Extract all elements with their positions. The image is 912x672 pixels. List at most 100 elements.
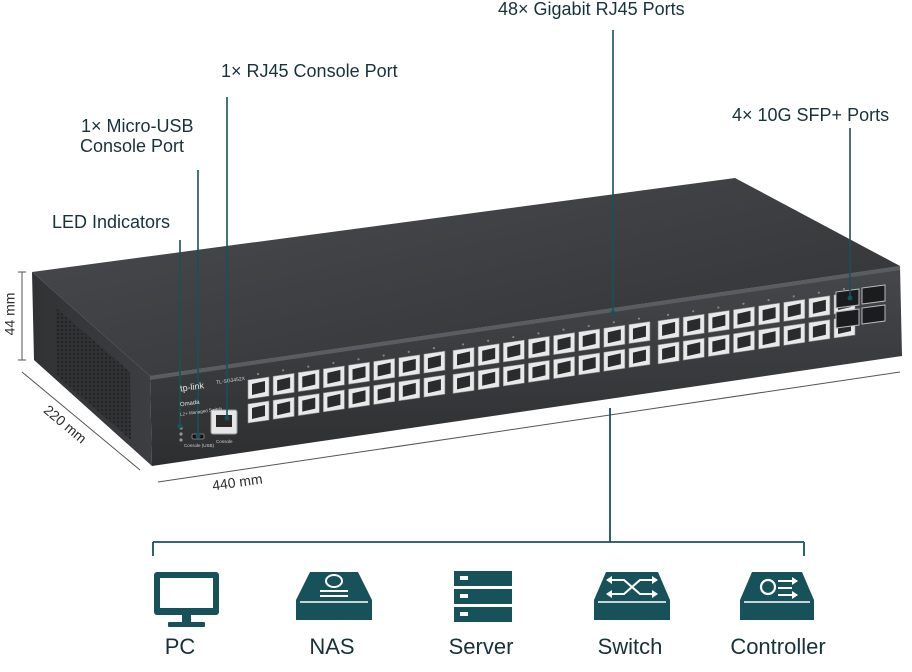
rj45-port-jack [582, 356, 596, 371]
rj45-port-jack [252, 381, 265, 395]
switch-label: Switch [597, 634, 663, 659]
rj45-port-jack [762, 331, 776, 346]
rj45-port-jack [427, 355, 441, 370]
rj45-port-jack [482, 347, 496, 362]
sfp-port [861, 284, 886, 305]
rj45-port-jack [507, 344, 521, 359]
microusb-console-callout-line2: Console Port [80, 136, 185, 156]
port-led [612, 321, 615, 324]
sfp-port [835, 308, 860, 329]
port-led [461, 343, 465, 346]
rj45-port-jack [557, 336, 571, 351]
callout-lines [179, 30, 851, 436]
port-led [767, 298, 770, 302]
switch-top-panel [32, 178, 900, 376]
rj45-port-jack [762, 307, 776, 322]
port-led [562, 328, 565, 331]
rj45-port-jack [737, 310, 751, 325]
controller-icon [740, 572, 814, 620]
port-led [537, 332, 540, 335]
port-led [282, 369, 285, 372]
rj45-port-jack [352, 390, 366, 405]
rj45-port-jack [377, 362, 391, 377]
rj45-port-jack [277, 401, 291, 416]
port-led [487, 339, 490, 342]
rj45-port-jack [457, 351, 471, 366]
rj45-port-jack [532, 340, 546, 355]
sfp-port [835, 288, 860, 309]
port-led [432, 347, 436, 350]
port-led [357, 358, 360, 361]
switch-icon [594, 572, 670, 620]
port-led [512, 335, 515, 339]
rj45-port-jack [402, 358, 416, 373]
gigabit-ports-callout: 48× Gigabit RJ45 Ports [498, 0, 685, 19]
rj45-port-jack [607, 353, 621, 368]
rj45-port-jack [252, 405, 265, 419]
rj45-port-jack [687, 318, 701, 333]
rj45-port-jack [402, 382, 416, 397]
rj45-port-jack [377, 386, 391, 401]
rj45-port-jack [277, 377, 291, 392]
port-led [717, 306, 720, 309]
port-led [637, 317, 641, 320]
sfp-port [861, 304, 886, 325]
rj45-port-jack [327, 369, 341, 384]
rj45-port-jack [302, 397, 316, 412]
port-led [407, 350, 410, 353]
sfp-port-cage [835, 284, 886, 329]
rj45-port-jack [557, 360, 571, 375]
rj45-port-jack [582, 332, 596, 347]
pc-label: PC [164, 634, 196, 659]
port-led [332, 361, 335, 365]
rj45-port-jack [737, 334, 751, 349]
port-led [382, 354, 385, 357]
controller-label: Controller [730, 634, 826, 659]
port-led [256, 372, 260, 376]
side-vent [56, 308, 131, 440]
port-led [842, 287, 846, 291]
nas-icon [296, 572, 372, 620]
connection-bracket [152, 408, 805, 556]
rj45-port-jack [712, 338, 726, 353]
rj45-port-jack [302, 373, 316, 388]
port-led [666, 313, 670, 316]
rj45-port-jack [787, 327, 801, 342]
rj45-port-jack [327, 393, 341, 408]
rj45-port-jack [812, 299, 826, 314]
rj45-port-jack [662, 321, 676, 336]
server-icon [454, 571, 512, 622]
dimension-lines [18, 271, 901, 483]
nas-label: NAS [309, 634, 355, 659]
microusb-console-callout-line1: 1× Micro-USB [81, 116, 194, 136]
rj45-port-grid [247, 287, 856, 424]
rj45-port-jack [607, 329, 621, 344]
rj45-port-jack [427, 379, 441, 394]
port-led [742, 302, 745, 305]
rj45-console-callout: 1× RJ45 Console Port [221, 61, 398, 81]
port-led [792, 295, 795, 298]
rj45-port-jack [532, 364, 546, 379]
rj45-port-jack [787, 303, 801, 318]
rj45-port-jack [352, 366, 366, 381]
port-led [817, 291, 820, 294]
rj45-port-jack [632, 325, 646, 340]
console-label: Console [216, 439, 233, 444]
console-usb-label: Console (USB) [184, 443, 215, 448]
server-label: Server [448, 634, 514, 659]
rj45-port-jack [507, 368, 521, 383]
rj45-port-jack [687, 342, 701, 357]
port-led [587, 324, 590, 328]
height-dimension: 44 mm [1, 292, 18, 336]
rj45-port-jack [712, 314, 726, 329]
rj45-port-jack [457, 375, 471, 390]
pc-icon [154, 572, 219, 627]
sfp-ports-callout: 4× 10G SFP+ Ports [732, 105, 890, 125]
rj45-port-jack [632, 349, 646, 364]
port-led [692, 310, 695, 313]
rj45-port-jack [812, 323, 826, 338]
rj45-port-jack [482, 371, 496, 386]
rj45-port-jack [662, 345, 676, 360]
port-led [307, 365, 310, 368]
